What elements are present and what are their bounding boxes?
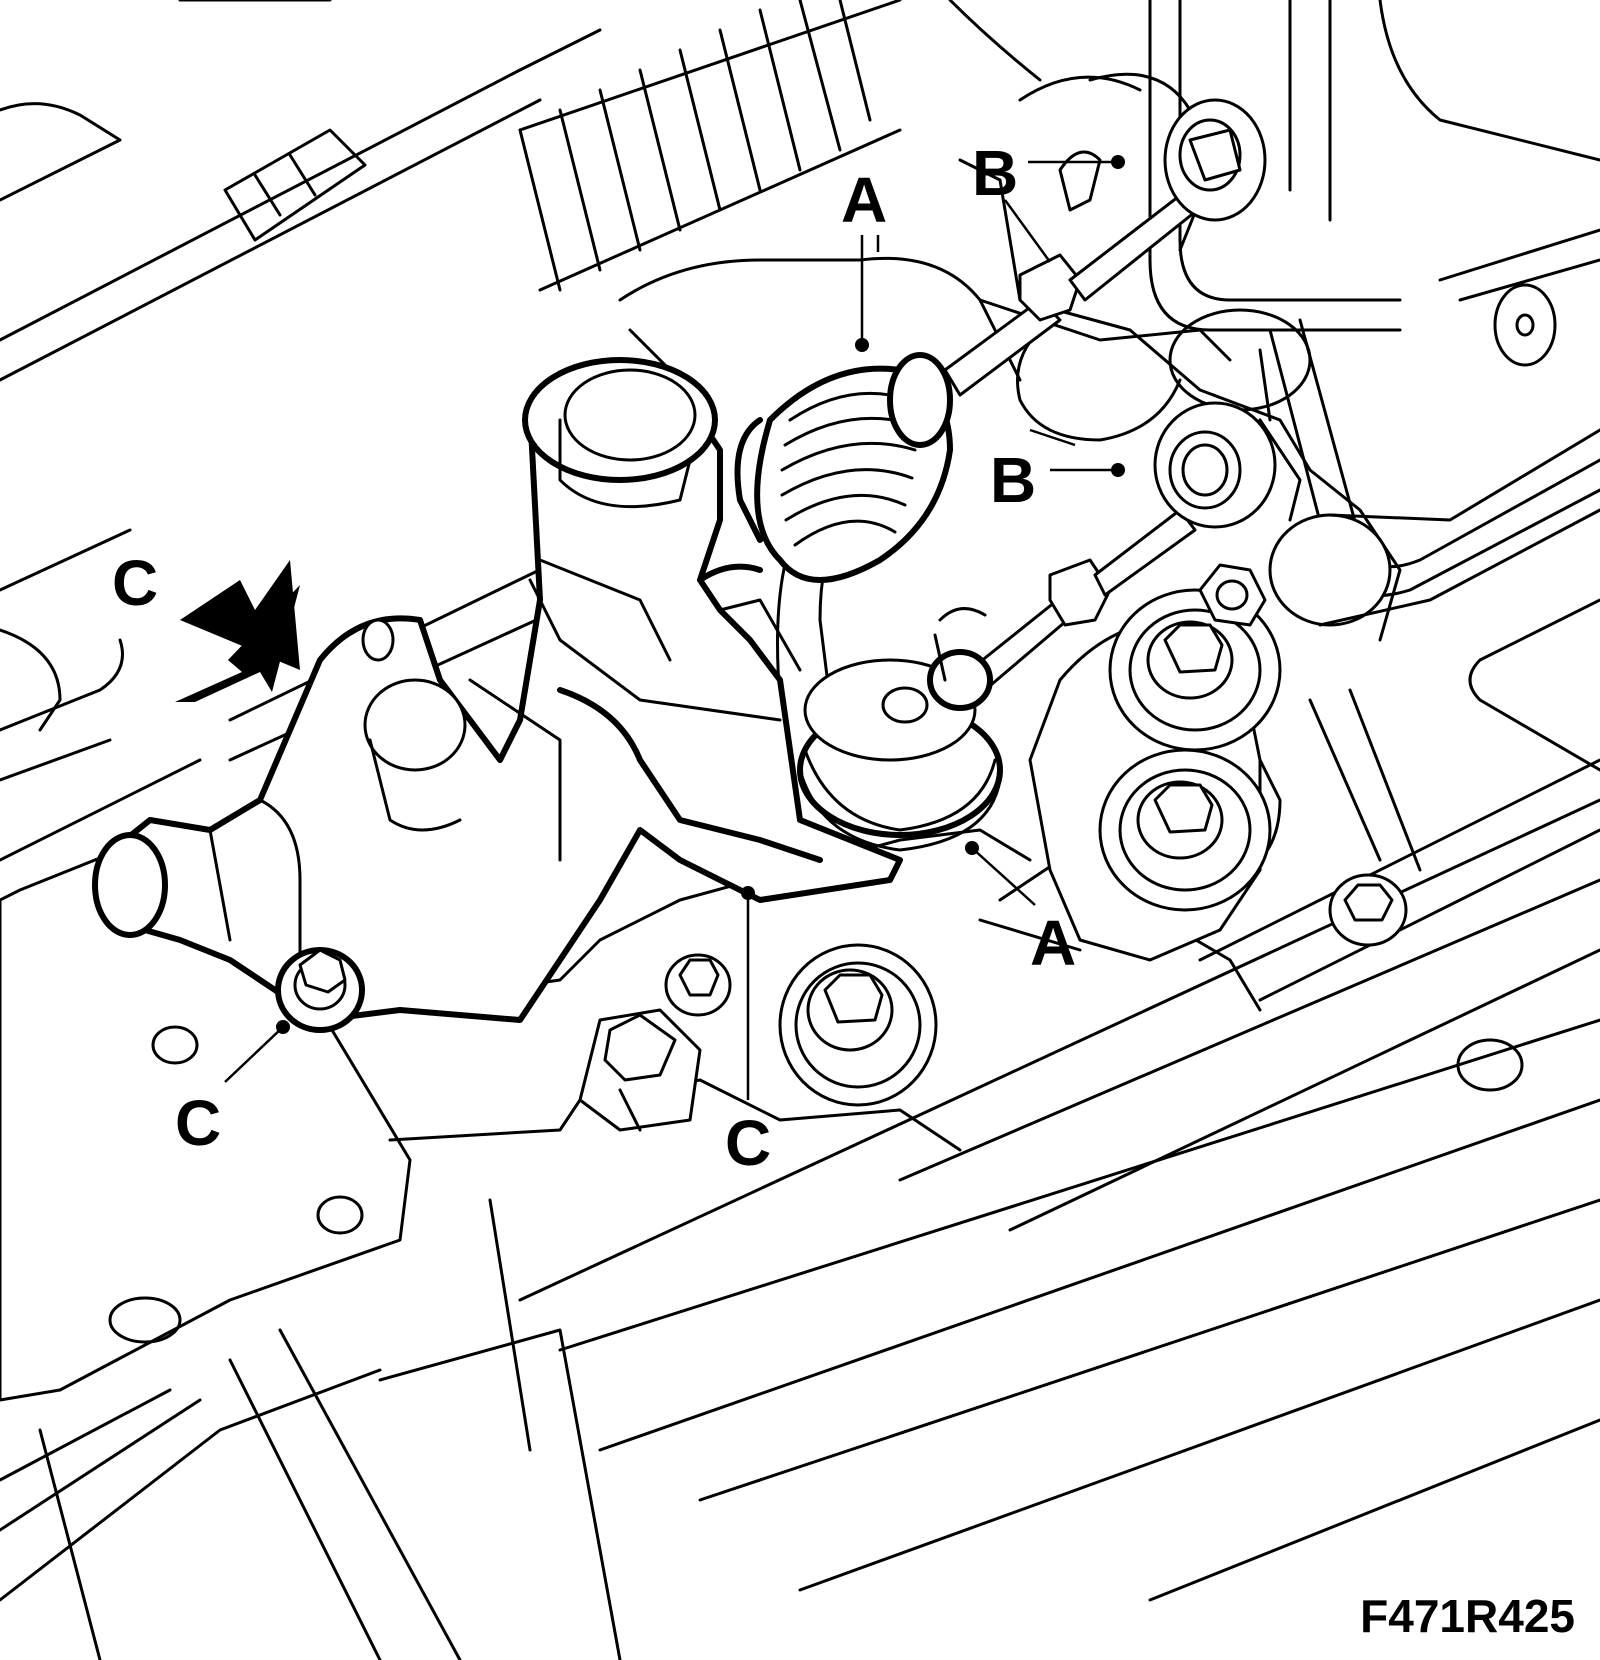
pointer-arrow-icon — [175, 585, 300, 702]
callout-c-arrow: C — [112, 547, 300, 702]
shift-cables — [943, 98, 1302, 692]
bolt-center-large — [778, 943, 938, 1107]
nut-upper-right — [1198, 563, 1267, 627]
callout-b-top: B — [972, 137, 1125, 263]
callout-c-arrow-label: C — [112, 547, 158, 619]
bolt-lower-right — [1098, 748, 1272, 912]
callout-a-bottom-label: A — [1030, 907, 1076, 979]
callout-b-top-label: B — [972, 137, 1018, 209]
ball-joint-lower — [797, 607, 1003, 852]
selector-arm — [92, 357, 903, 1033]
bolt-small-center — [664, 953, 732, 1017]
callout-b-bottom-label: B — [990, 444, 1036, 516]
callout-c-bottom-label: C — [725, 1107, 771, 1179]
callout-c-bottom: C — [725, 886, 771, 1179]
bolts — [578, 563, 1408, 1132]
callout-c-left: C — [175, 1020, 290, 1159]
ball-joint-upper — [734, 352, 953, 583]
callouts: A A B B C C — [112, 137, 1125, 1179]
bolt-hex-left — [578, 1008, 702, 1132]
figure-id: F471R425 — [1360, 1590, 1575, 1642]
callout-b-bottom: B — [990, 428, 1125, 516]
bolt-far-right — [1328, 873, 1408, 947]
callout-a-top-label: A — [841, 164, 887, 236]
callout-a-bottom: A — [965, 841, 1076, 979]
bolt-upper-right — [1108, 588, 1282, 752]
callout-a-top: A — [841, 164, 887, 352]
callout-c-left-label: C — [175, 1087, 221, 1159]
pointer-arrow-head-icon — [180, 560, 300, 670]
